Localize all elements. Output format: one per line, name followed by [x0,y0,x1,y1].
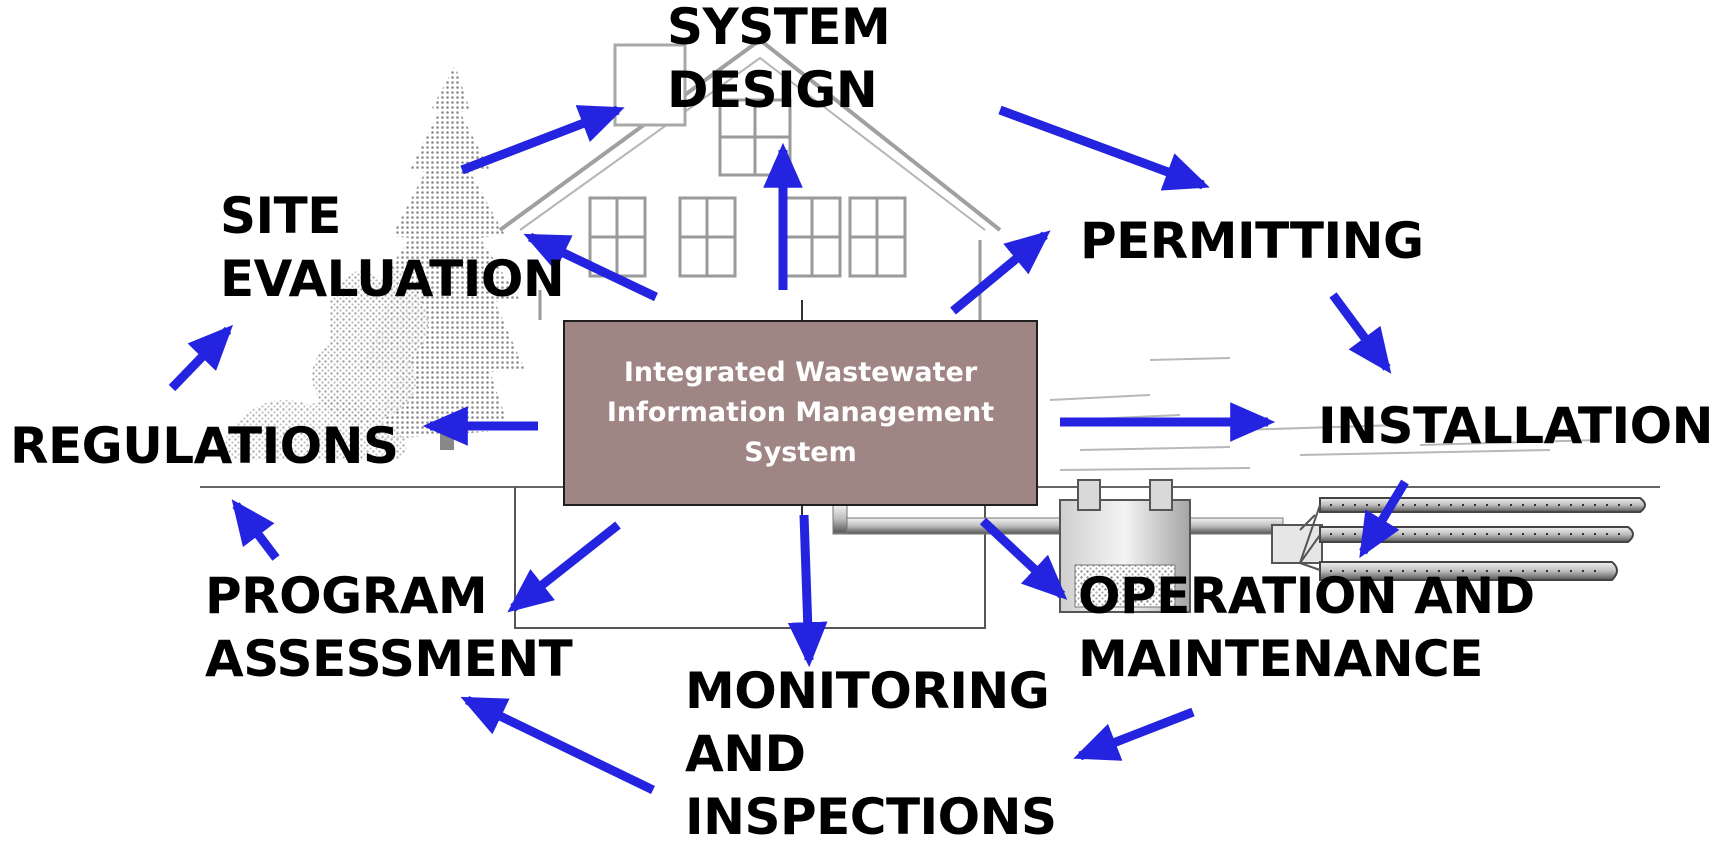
arrow-center-to-permitting [950,230,1051,315]
central-system-label: Integrated Wastewater Information Manage… [606,357,995,468]
arrow-site-to-design [460,105,625,175]
house-sketch [498,37,1002,320]
central-system-box: Integrated Wastewater Information Manage… [563,320,1038,506]
arrow-center-to-assessment [507,521,621,613]
arrow-regulations-to-site [168,324,234,392]
arrow-center-to-monitoring [787,514,828,668]
label-monitoring-inspections: MONITORING AND INSPECTIONS [685,662,1057,846]
arrow-monitoring-to-assessment [460,695,655,795]
septic-tank [1059,479,1191,613]
arrow-center-to-operation [979,517,1068,600]
label-site-evaluation: SITE EVALUATION [220,187,565,308]
arrow-operation-to-monitoring [1073,707,1195,761]
label-program-assessment: PROGRAM ASSESSMENT [205,567,573,688]
label-system-design: SYSTEM DESIGN [667,0,891,119]
drain-field-pipes [1299,497,1646,581]
label-installation: INSTALLATION [1318,397,1709,455]
arrow-assessment-to-regulations [231,499,280,561]
shrub-sketch [224,268,428,460]
label-operation-maintenance: OPERATION AND MAINTENANCE [1078,567,1535,688]
arrow-design-to-permitting [998,105,1210,191]
label-regulations: REGULATIONS [10,417,399,475]
arrow-center-to-site [523,232,658,302]
arrow-installation-to-operation [1359,479,1409,559]
arrow-permitting-to-installation [1329,292,1392,374]
label-permitting: PERMITTING [1080,212,1424,270]
basement-outline [514,487,986,629]
